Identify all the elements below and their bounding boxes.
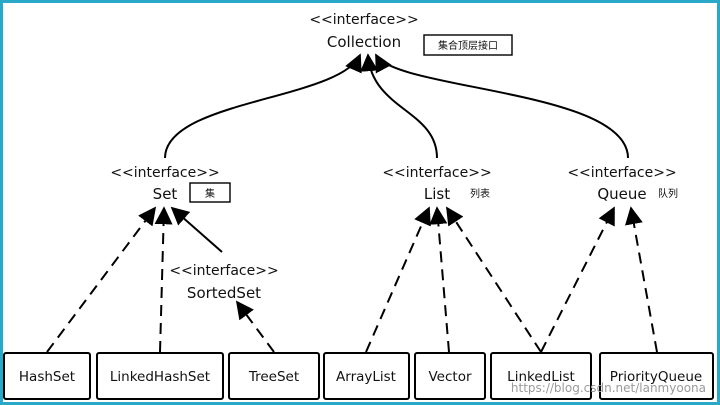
linkedlist-label: LinkedList [507,369,575,385]
hashset-label: HashSet [19,369,75,385]
priorityqueue-label: PriorityQueue [610,369,702,385]
edge-linkedlist-to-list [446,206,542,353]
linkedhashset-label: LinkedHashSet [110,369,210,385]
edge-vector-to-list [429,206,450,353]
priorityqueue-box [599,352,714,400]
list-note: 列表 [470,187,490,200]
set-note: 集 [205,187,215,200]
node-queue: <<interface>> Queue 队列 [567,165,678,203]
edge-hashset-to-set [46,206,157,353]
collection-stereotype: <<interface>> [309,12,418,28]
collection-note-box [423,34,513,56]
class-treeset: TreeSet [228,352,320,400]
class-vector: Vector [414,352,486,400]
queue-stereotype: <<interface>> [567,165,676,181]
arraylist-label: ArrayList [336,369,396,385]
treeset-box [228,352,320,400]
sortedset-name: SortedSet [187,284,261,302]
edge-arraylist-to-list [365,206,431,353]
class-linkedlist: LinkedList [490,352,592,400]
class-priorityqueue: PriorityQueue [599,352,714,400]
list-name: List [424,185,450,203]
edge-sortedset-to-set [170,206,223,253]
sortedset-stereotype: <<interface>> [169,263,278,279]
set-note-box [189,182,231,203]
queue-note: 队列 [658,187,678,200]
edge-queue-to-collection [375,53,629,159]
class-linkedhashset: LinkedHashSet [96,352,224,400]
vector-box [414,352,486,400]
edge-treeset-to-sortedset [235,300,275,353]
node-sortedset: <<interface>> SortedSet [169,263,278,302]
arraylist-box [323,352,410,400]
set-stereotype: <<interface>> [110,165,219,181]
class-hashset: HashSet [3,352,91,400]
hashset-box [3,352,91,400]
edge-linkedhashset-to-set [154,206,173,353]
treeset-label: TreeSet [248,369,299,385]
vector-label: Vector [428,369,471,385]
queue-name: Queue [597,185,646,203]
linkedlist-box [490,352,592,400]
node-collection: <<interface>> Collection 集合顶层接口 [309,12,513,56]
node-list: <<interface>> List 列表 [382,165,491,203]
collection-name: Collection [327,33,401,51]
edge-set-to-collection [164,53,362,159]
edge-priorityqueue-to-queue [625,206,658,353]
edge-linkedlist-to-queue [540,206,615,353]
set-name: Set [153,185,178,203]
collection-note: 集合顶层接口 [438,39,498,52]
class-arraylist: ArrayList [323,352,410,400]
linkedhashset-box [96,352,224,400]
node-set: <<interface>> Set 集 [110,165,231,203]
list-stereotype: <<interface>> [382,165,491,181]
watermark-text: https://blog.csdn.net/lanmyoona [511,381,706,395]
edge-list-to-collection [360,53,438,159]
